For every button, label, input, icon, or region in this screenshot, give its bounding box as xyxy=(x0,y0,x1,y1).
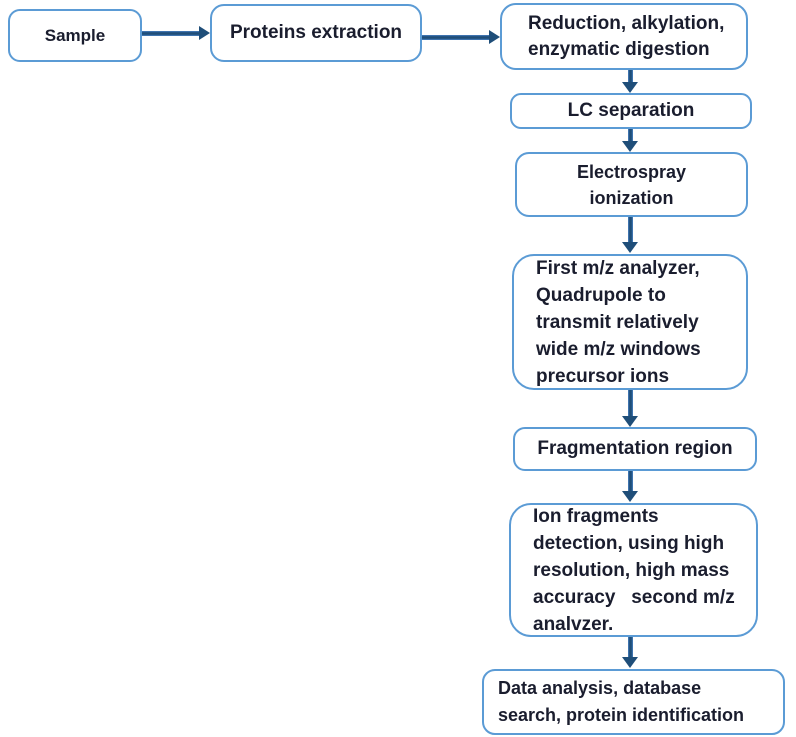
flowchart-node-sample: Sample xyxy=(8,9,142,62)
flowchart-node-lc-separation: LC separation xyxy=(510,93,752,129)
arrow-head-right-icon xyxy=(489,30,500,44)
arrow-reduction-to-lc-separation xyxy=(622,70,638,93)
arrow-line xyxy=(627,129,633,142)
flowchart-node-electrospray-ionization: Electrospray ionization xyxy=(515,152,748,217)
arrow-head-down-icon xyxy=(622,82,638,93)
arrow-first-mz-to-fragmentation xyxy=(622,390,638,427)
node-label-first-mz-analyzer: First m/z analyzer, Quadrupole to transm… xyxy=(536,257,701,387)
arrow-line xyxy=(142,30,200,36)
flowchart-node-first-mz-analyzer: First m/z analyzer, Quadrupole to transm… xyxy=(512,254,748,390)
node-label-electrospray-ionization: Electrospray ionization xyxy=(576,161,687,208)
arrow-lc-separation-to-electrospray xyxy=(622,129,638,152)
arrow-electrospray-to-first-mz xyxy=(622,217,638,253)
arrow-line xyxy=(627,390,633,417)
arrow-head-down-icon xyxy=(622,491,638,502)
flowchart-node-proteins-extraction: Proteins extraction xyxy=(210,4,422,62)
arrow-line xyxy=(627,70,633,83)
arrow-head-down-icon xyxy=(622,416,638,427)
arrow-sample-to-proteins-extraction xyxy=(142,26,210,40)
arrow-line xyxy=(627,217,633,243)
node-label-proteins-extraction: Proteins extraction xyxy=(229,22,403,43)
flowchart-node-reduction-alkylation-digestion: Reduction, alkylation, enzymatic digesti… xyxy=(500,3,748,70)
arrow-proteins-extraction-to-reduction xyxy=(422,30,500,44)
node-label-fragmentation-region: Fragmentation region xyxy=(537,438,733,459)
arrow-line xyxy=(627,637,633,658)
node-label-reduction-alkylation-digestion: Reduction, alkylation, enzymatic digesti… xyxy=(528,12,725,60)
arrow-head-down-icon xyxy=(622,141,638,152)
flowchart-node-ion-fragments-detection: Ion fragments detection, using high reso… xyxy=(509,503,758,637)
node-label-ion-fragments-detection: Ion fragments detection, using high reso… xyxy=(533,505,735,635)
flowchart-node-data-analysis: Data analysis, database search, protein … xyxy=(482,669,785,735)
arrow-fragmentation-to-ion-fragments xyxy=(622,471,638,502)
arrow-ion-fragments-to-data-analysis xyxy=(622,637,638,668)
arrow-head-down-icon xyxy=(622,657,638,668)
arrow-line xyxy=(422,34,490,40)
node-label-data-analysis: Data analysis, database search, protein … xyxy=(498,678,745,725)
node-label-sample: Sample xyxy=(44,25,106,45)
arrow-line xyxy=(627,471,633,492)
arrow-head-right-icon xyxy=(199,26,210,40)
node-label-lc-separation: LC separation xyxy=(567,100,695,121)
flowchart-node-fragmentation-region: Fragmentation region xyxy=(513,427,757,471)
arrow-head-down-icon xyxy=(622,242,638,253)
